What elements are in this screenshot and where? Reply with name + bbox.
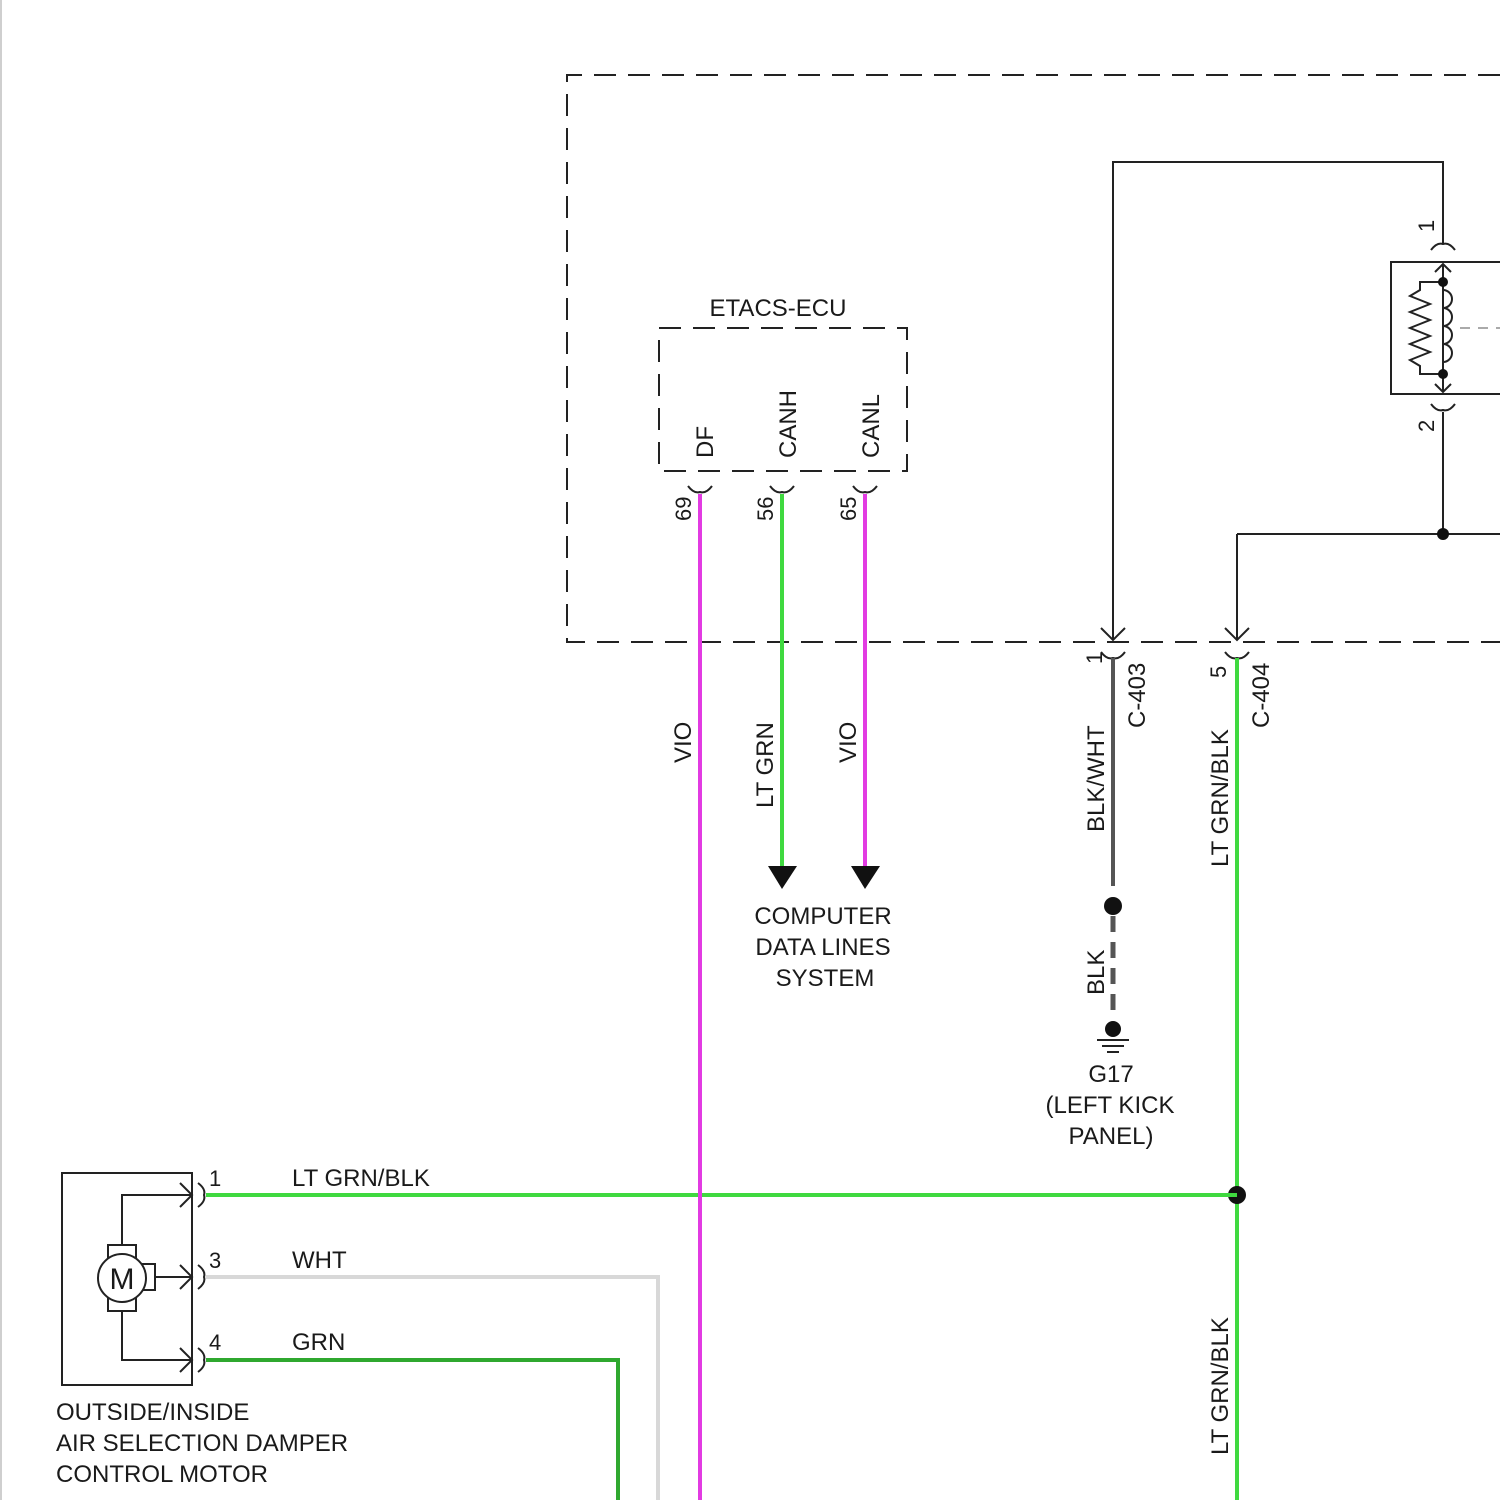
motor-label-3: CONTROL MOTOR (56, 1461, 268, 1488)
motor-connector-4 (198, 1348, 204, 1372)
wire-label-c404: LT GRN/BLK (1207, 729, 1234, 867)
c404-name: C-404 (1248, 663, 1275, 728)
resistor-icon (1410, 282, 1443, 374)
arrow-canl (851, 866, 880, 889)
c403-pin: 1 (1082, 652, 1107, 664)
data-lines-line-1: COMPUTER (754, 903, 891, 930)
relay-node-top (1438, 277, 1448, 287)
ecu-terminal-df: DF (692, 426, 719, 458)
motor-pin-4: 4 (209, 1330, 221, 1355)
relay-connector-1 (1431, 244, 1455, 250)
arrow-canh (768, 866, 797, 889)
c404-cup (1225, 652, 1249, 658)
wire-label-motor-pin1: LT GRN/BLK (292, 1165, 430, 1192)
c403-name: C-403 (1124, 663, 1151, 728)
ecu-pin-69: 69 (671, 497, 696, 521)
module-outline (567, 75, 1500, 642)
motor-connector-3 (198, 1265, 204, 1289)
ground-label-1: G17 (1088, 1061, 1133, 1088)
ecu-pin-56: 56 (753, 497, 778, 521)
relay-pin-2: 2 (1414, 420, 1439, 432)
ground-point (1105, 1021, 1121, 1037)
wire-label-motor-pin3: WHT (292, 1247, 347, 1274)
relay-pin-1: 1 (1414, 220, 1439, 232)
wire-label-canh: LT GRN (752, 722, 779, 808)
wire-label-blk: BLK (1083, 950, 1110, 995)
ground-label-2: (LEFT KICK (1046, 1092, 1175, 1119)
data-lines-line-3: SYSTEM (776, 965, 875, 992)
wire-label-lower: LT GRN/BLK (1207, 1317, 1234, 1455)
relay-connector-2 (1431, 404, 1455, 410)
wire-motor-pin3 (206, 1277, 658, 1500)
motor-pin-3: 3 (209, 1248, 221, 1273)
ecu-terminal-canl: CANL (858, 394, 885, 458)
data-lines-line-2: DATA LINES (755, 934, 890, 961)
motor-label-2: AIR SELECTION DAMPER (56, 1430, 348, 1457)
c404-pin: 5 (1206, 666, 1231, 678)
ecu-connector-69 (688, 486, 712, 492)
ecu-terminal-canh: CANH (775, 390, 802, 458)
coil-icon (1443, 290, 1452, 362)
ecu-connector-65 (853, 486, 877, 492)
relay-node-bottom (1438, 369, 1448, 379)
splice-mid-bus (1437, 528, 1449, 540)
motor-symbol: M (110, 1263, 135, 1296)
motor-pin-1: 1 (209, 1166, 221, 1191)
ecu-connector-56 (770, 486, 794, 492)
motor-label-1: OUTSIDE/INSIDE (56, 1399, 249, 1426)
ecu-title: ETACS-ECU (710, 295, 847, 322)
motor-wire-bottom (122, 1310, 192, 1360)
wire-label-motor-pin4: GRN (292, 1329, 345, 1356)
ecu-pin-65: 65 (836, 497, 861, 521)
motor-connector-1 (198, 1183, 204, 1207)
wire-label-blk-wht: BLK/WHT (1083, 725, 1110, 832)
motor-wire-top (122, 1195, 192, 1245)
ground-splice (1104, 897, 1122, 915)
wire-label-df: VIO (670, 722, 697, 763)
ground-label-3: PANEL) (1069, 1123, 1154, 1150)
wire-label-canl: VIO (835, 722, 862, 763)
